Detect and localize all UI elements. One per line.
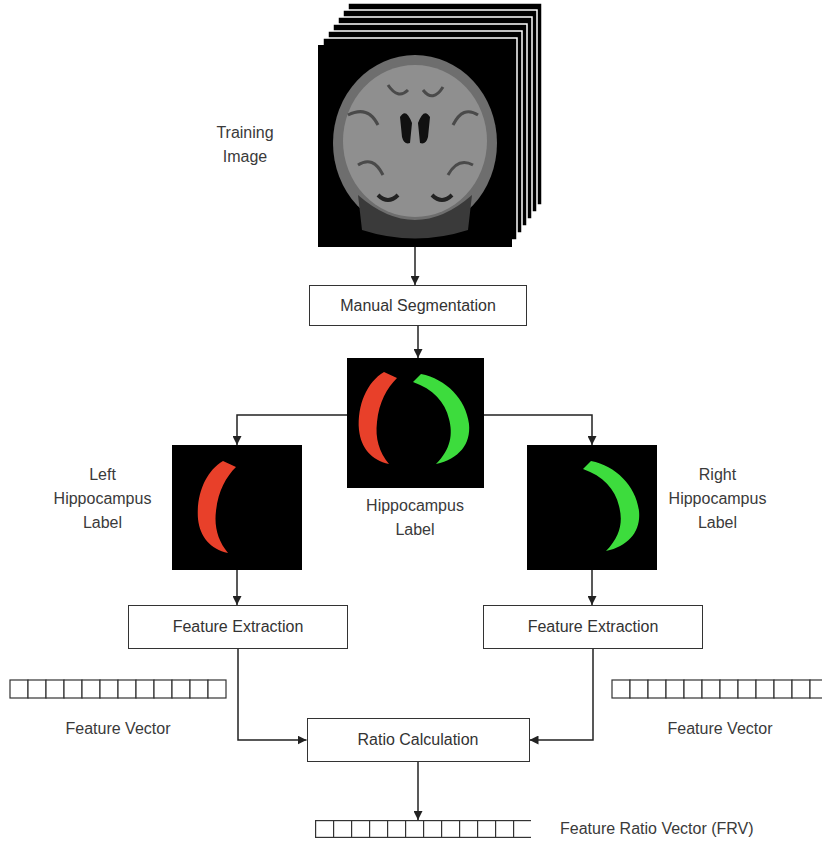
flow-arrow	[414, 247, 416, 285]
process-box: Feature Extraction	[483, 605, 703, 649]
flow-arrow	[236, 570, 238, 605]
flow-arrow	[238, 649, 307, 740]
illustration-svg	[318, 45, 512, 247]
image-illustration	[347, 358, 484, 488]
box-text: Ratio Calculation	[358, 729, 479, 751]
feature-vector-strip	[612, 680, 822, 698]
training-image: Training Image	[318, 45, 512, 247]
label-image: Right Hippocampus Label	[527, 445, 657, 570]
node-label: Training Image	[200, 121, 290, 169]
flow-arrow	[417, 326, 419, 358]
image-illustration	[172, 445, 302, 570]
illustration-svg	[347, 358, 484, 488]
vector-label: Feature Vector	[668, 720, 773, 738]
box-text: Manual Segmentation	[340, 295, 496, 317]
vector-strip: Feature Ratio Vector (FRV)	[315, 820, 531, 838]
node-label: Hippocampus Label	[355, 494, 475, 542]
flow-arrow	[237, 415, 347, 445]
flow-arrow	[484, 415, 592, 445]
node-label: Feature Ratio Vector (FRV)	[560, 817, 754, 841]
illustration-svg	[315, 820, 531, 838]
box-text: Feature Extraction	[528, 616, 659, 638]
label-image: Left Hippocampus Label	[172, 445, 302, 570]
image-illustration	[318, 45, 512, 247]
label-image: Hippocampus Label	[347, 358, 484, 488]
image-illustration	[527, 445, 657, 570]
illustration-svg	[527, 445, 657, 570]
box-text: Feature Extraction	[173, 616, 304, 638]
process-box: Manual Segmentation	[309, 285, 527, 326]
flow-arrow	[530, 649, 594, 740]
node-label: Left Hippocampus Label	[50, 463, 155, 535]
illustration-svg	[172, 445, 302, 570]
node-label: Right Hippocampus Label	[665, 463, 770, 535]
vector-cells	[315, 820, 531, 838]
process-box: Ratio Calculation	[307, 718, 530, 762]
feature-vector-strip	[10, 680, 226, 698]
flow-arrow	[417, 762, 419, 820]
flow-arrow	[591, 570, 593, 605]
vector-label: Feature Vector	[66, 720, 171, 738]
process-box: Feature Extraction	[128, 605, 348, 649]
